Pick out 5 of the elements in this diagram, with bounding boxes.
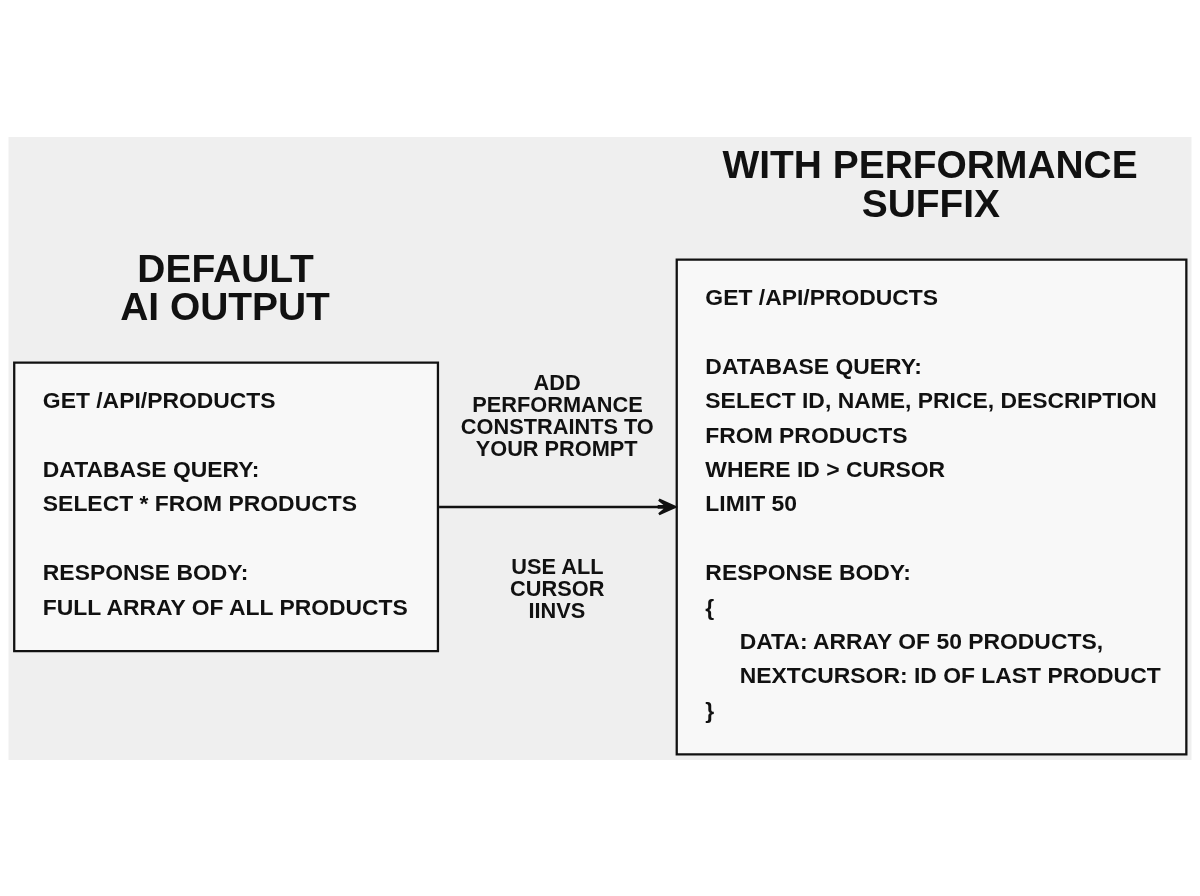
node-label: WITH PERFORMANCE SUFFIX: [722, 142, 1138, 225]
node-label: DEFAULT AI OUTPUT: [120, 246, 330, 328]
label: USE ALL CURSOR IINVS: [510, 553, 605, 623]
edge-label: ADD PERFORMANCE CONSTRAINTS TO YOUR PROMPT: [460, 369, 654, 461]
arrow: [439, 497, 677, 515]
